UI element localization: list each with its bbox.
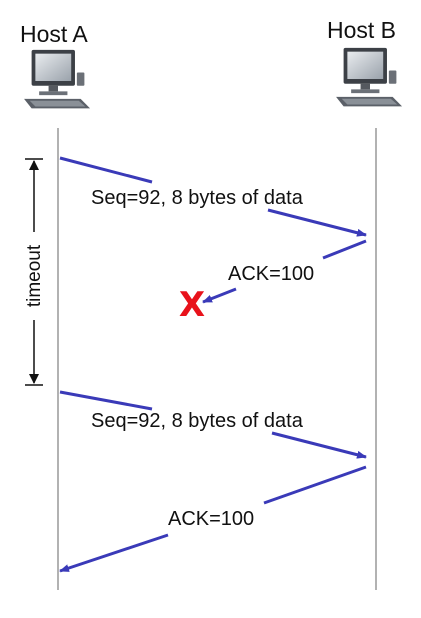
timeout-interval: timeout — [24, 158, 45, 386]
seq-retransmit-label: Seq=92, 8 bytes of data — [91, 410, 304, 432]
timeout-arrow-up — [29, 160, 39, 170]
message-ack-lost: ACK=100 X — [179, 239, 367, 325]
arrow-seq-retransmit-segment-a — [59, 390, 153, 411]
arrow-seq-retransmit-segment-b — [271, 431, 367, 459]
ack-delivered-label: ACK=100 — [168, 508, 254, 530]
timeout-arrow-down — [29, 374, 39, 384]
desktop-computer-icon — [336, 47, 403, 107]
host-a-label: Host A — [20, 21, 88, 47]
timeout-label: timeout — [24, 244, 45, 307]
arrow-seq-first-segment-a — [59, 156, 153, 184]
ack-lost-label: ACK=100 — [228, 263, 314, 285]
arrow-ack-lost-segment-a — [322, 239, 367, 260]
packet-loss-mark: X — [179, 285, 205, 325]
arrow-seq-first-segment-b — [267, 208, 367, 237]
host-b-label: Host B — [327, 17, 396, 43]
desktop-computer-icon — [24, 49, 91, 109]
seq-first-label: Seq=92, 8 bytes of data — [91, 187, 304, 209]
arrow-ack-delivered-segment-a — [263, 465, 367, 505]
message-seq-retransmit: Seq=92, 8 bytes of data — [59, 390, 367, 459]
arrow-ack-delivered-segment-b — [59, 533, 169, 573]
arrow-ack-lost-segment-b — [202, 287, 237, 304]
message-ack-delivered: ACK=100 — [59, 465, 367, 573]
message-seq-first: Seq=92, 8 bytes of data — [59, 156, 367, 237]
